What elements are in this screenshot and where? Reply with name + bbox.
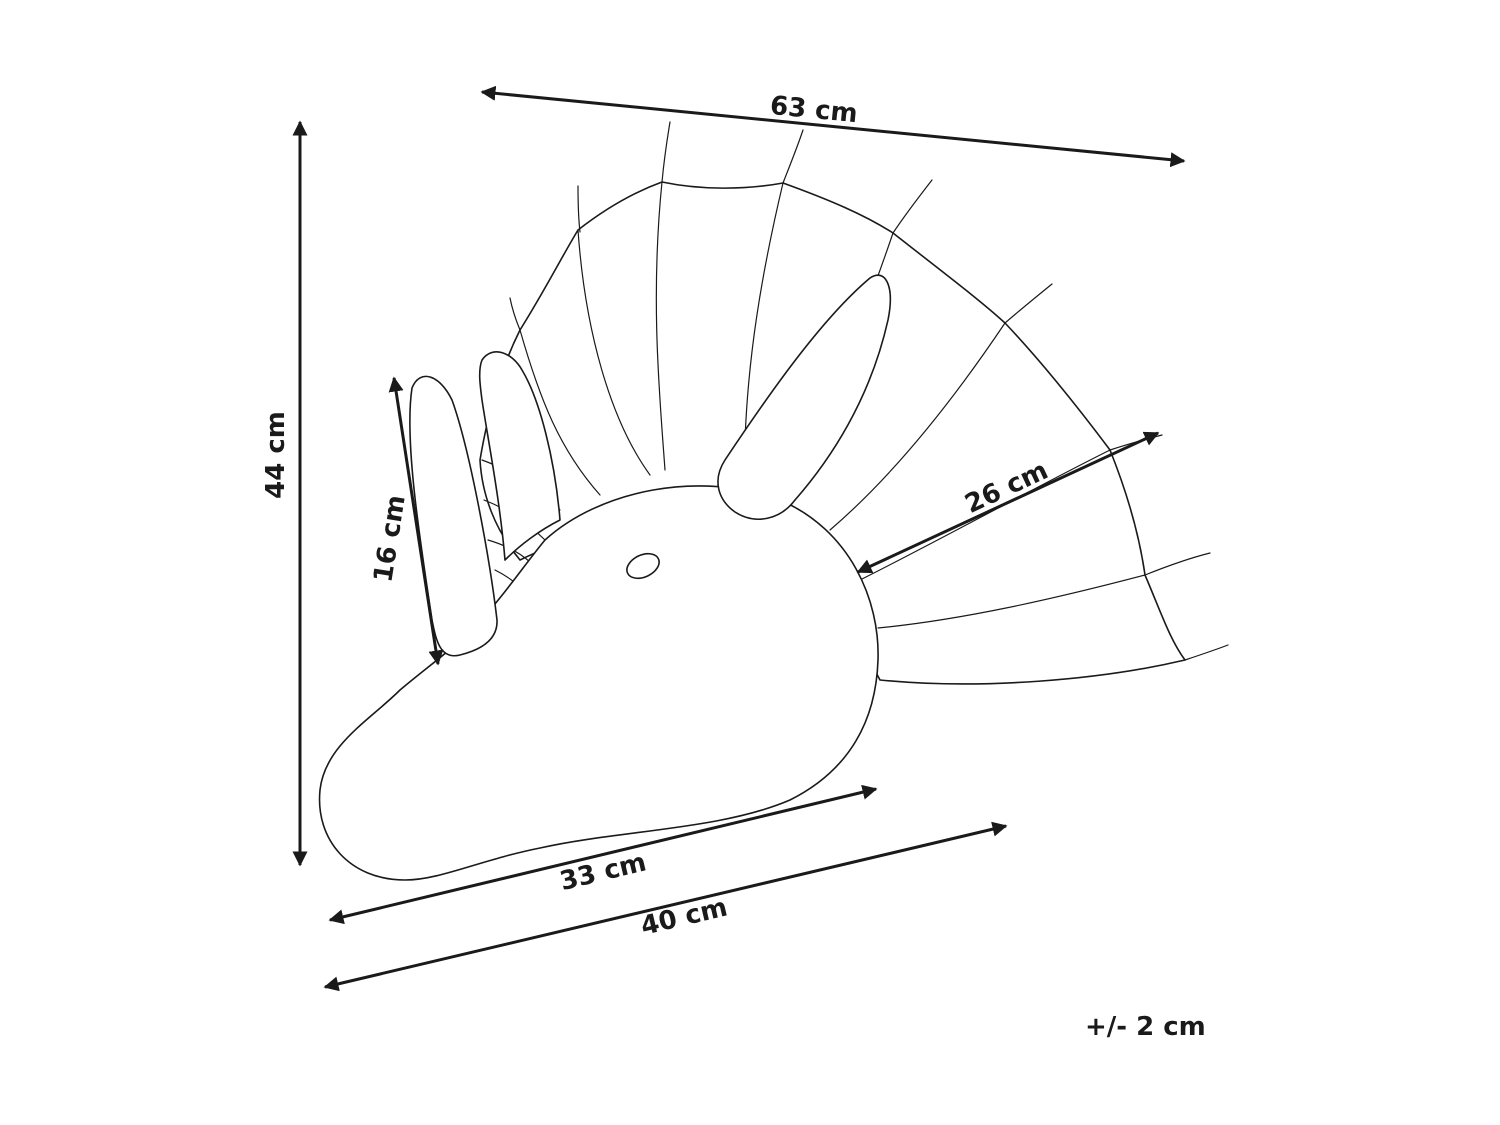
dim-line-total-length xyxy=(323,821,1008,992)
label-frill-width: 63 cm xyxy=(769,91,859,129)
nose-horn xyxy=(409,375,498,657)
label-height: 44 cm xyxy=(261,411,291,499)
eye-icon xyxy=(626,552,660,580)
dimension-lines xyxy=(292,85,1186,992)
dim-line-frill-width xyxy=(480,85,1186,168)
label-total-length: 40 cm xyxy=(638,893,730,942)
brow-horn-right xyxy=(717,274,892,520)
dim-line-frill-depth xyxy=(856,431,1160,574)
dim-line-horn-length xyxy=(388,376,444,666)
label-horn-length: 16 cm xyxy=(368,493,411,584)
brow-horn-left xyxy=(478,351,561,561)
tolerance-note: +/- 2 cm xyxy=(1085,1012,1206,1042)
